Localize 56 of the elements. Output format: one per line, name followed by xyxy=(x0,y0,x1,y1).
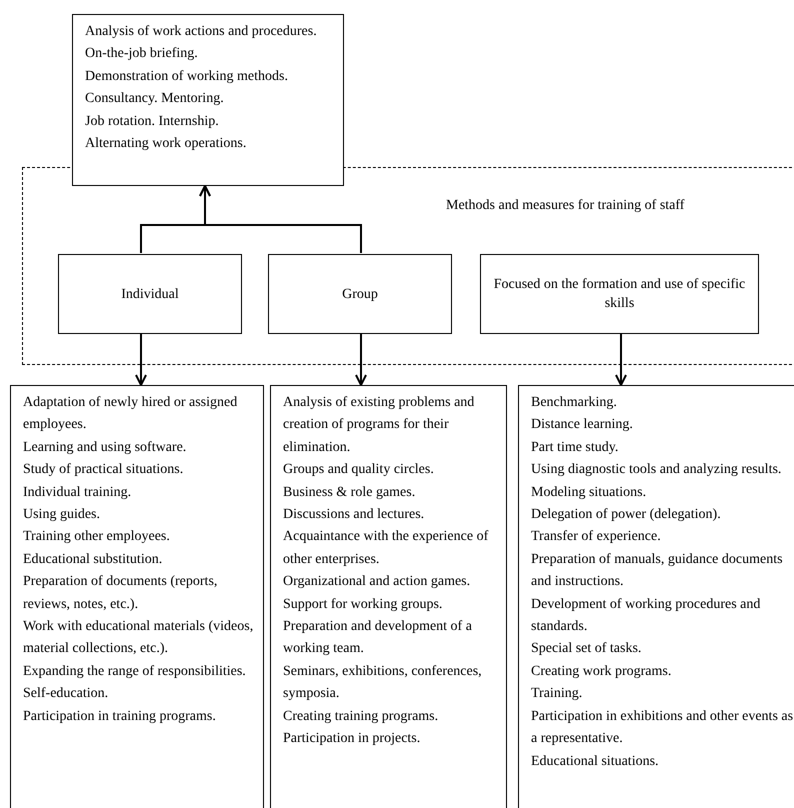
list-item: Special set of tasks. xyxy=(531,640,642,658)
list-item: Seminars, exhibitions, conferences, symposia. xyxy=(283,662,483,704)
method-list-box xyxy=(270,385,507,808)
list-item: Learning and using software. xyxy=(23,438,188,457)
list-item: Acquaintance with the experience of other enterprises. xyxy=(283,528,490,569)
list-item: Analysis of existing problems and creation of programs for their elimination. xyxy=(283,394,476,457)
list-item: Creating training programs. xyxy=(283,708,440,726)
list-item: Support for working groups. xyxy=(283,596,444,614)
list-item: On-the-job briefing. xyxy=(85,45,199,64)
list-item: Participation in exhibitions and other events as a representative. xyxy=(531,708,794,748)
list-item: Analysis of work actions and procedures. xyxy=(85,23,318,41)
list-item: Participation in training programs. xyxy=(23,708,217,726)
dashed-group-frame xyxy=(22,167,794,365)
list-item: Educational situations. xyxy=(531,752,660,770)
list-item: Delegation of power (delegation). xyxy=(531,506,722,524)
list-item: Job rotation. Internship. xyxy=(85,112,220,131)
method-list-box xyxy=(72,14,344,186)
list-item: Training other employees. xyxy=(23,528,171,546)
category-box: Focused on the formation and use of specific skills xyxy=(480,254,759,334)
group-heading: Methods and measures for training of staff xyxy=(446,197,684,215)
list-item: Consultancy. Mentoring. xyxy=(85,90,225,108)
list-item: Training. xyxy=(531,685,584,704)
list-item: Organizational and action games. xyxy=(283,573,472,592)
list-item: Transfer of experience. xyxy=(531,528,662,546)
list-item: Preparation and development of a working team. xyxy=(283,618,473,658)
list-item: Study of practical situations. xyxy=(23,461,184,480)
list-item: Participation in projects. xyxy=(283,730,422,748)
list-item: Work with educational materials (videos, material collections, etc.). xyxy=(23,618,254,658)
arrow xyxy=(615,333,627,386)
list-item: Modeling situations. xyxy=(531,484,648,502)
list-item: Adaptation of newly hired or assigned employees. xyxy=(23,394,238,434)
list-item: Self-education. xyxy=(23,685,110,704)
list-item: Creating work programs. xyxy=(531,662,672,681)
list-item: Demonstration of working methods. xyxy=(85,68,289,86)
category-box: Group xyxy=(268,254,452,334)
list-item: Using guides. xyxy=(23,506,101,524)
list-item: Distance learning. xyxy=(531,416,634,434)
list-item: Expanding the range of responsibilities. xyxy=(23,662,247,681)
list-item: Preparation of manuals, guidance documents and instructions. xyxy=(531,550,784,592)
method-list-box xyxy=(10,385,264,808)
list-item: Discussions and lectures. xyxy=(283,506,426,524)
list-item: Development of working procedures and standards. xyxy=(531,596,762,636)
arrow xyxy=(199,185,362,253)
category-box: Individual xyxy=(58,254,242,334)
list-item: Business & role games. xyxy=(283,484,416,502)
list-item: Preparation of documents (reports, reviews, notes, etc.). xyxy=(23,573,218,614)
arrow xyxy=(355,333,367,386)
list-item: Using diagnostic tools and analyzing results. xyxy=(531,461,782,480)
list-item: Groups and quality circles. xyxy=(283,461,435,480)
arrow xyxy=(135,333,147,386)
list-item: Alternating work operations. xyxy=(85,135,248,154)
list-item: Educational substitution. xyxy=(23,550,164,569)
list-item: Benchmarking. xyxy=(531,394,618,412)
list-item: Part time study. xyxy=(531,438,620,457)
list-item: Individual training. xyxy=(23,484,132,502)
method-list-box xyxy=(518,385,794,808)
